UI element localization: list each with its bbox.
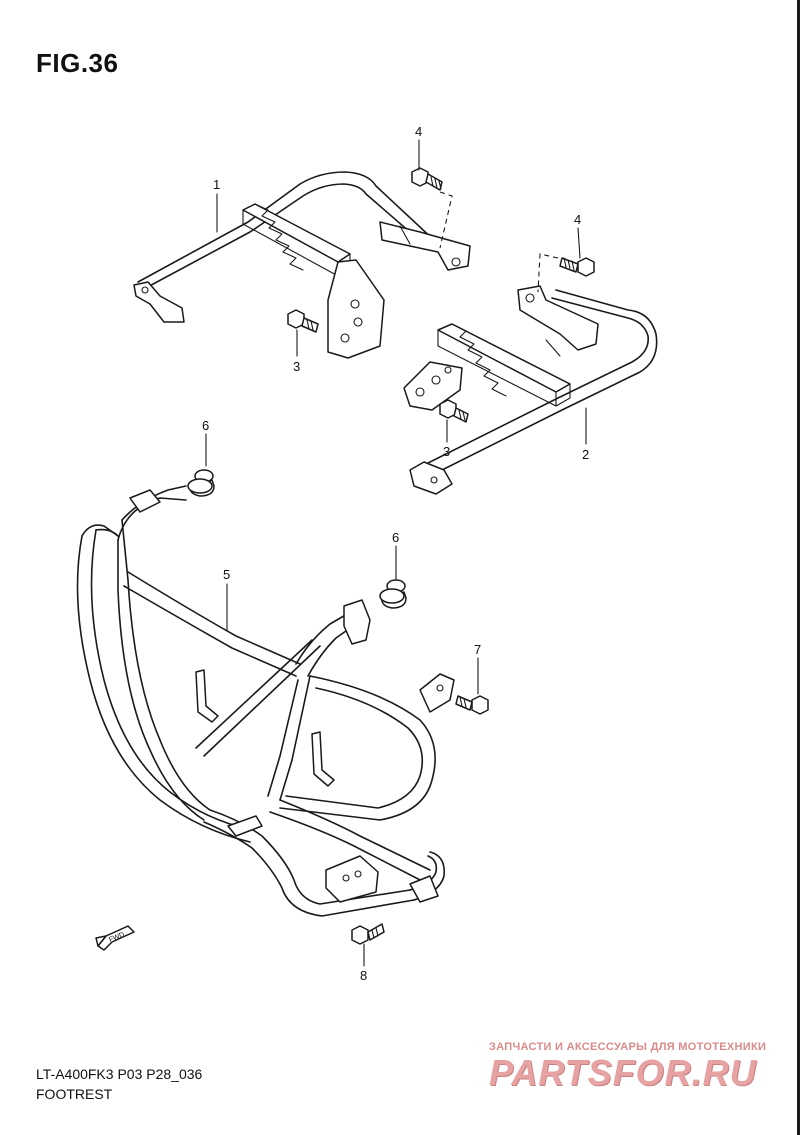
callout-4-upper: 4 — [415, 124, 423, 139]
bolt-4-right — [559, 257, 595, 277]
grommet-6-upper — [187, 469, 215, 497]
callout-7: 7 — [474, 642, 482, 657]
model-code: LT-A400FK3 P03 P28_036 — [36, 1066, 203, 1082]
callout-3-left: 3 — [293, 359, 301, 374]
watermark-tagline: ЗАПЧАСТИ И АКСЕССУАРЫ ДЛЯ МОТОТЕХНИКИ — [489, 1041, 767, 1053]
part-1-left-footrest — [133, 171, 471, 359]
leader-lines — [205, 139, 587, 967]
section-name: FOOTREST — [36, 1086, 113, 1102]
callout-1: 1 — [213, 177, 221, 192]
callout-6-upper: 6 — [202, 418, 210, 433]
callout-3-right: 3 — [443, 444, 451, 459]
callout-4-right: 4 — [574, 212, 582, 227]
part-2-right-footrest — [403, 285, 658, 495]
figure-title: FIG.36 — [36, 48, 119, 78]
callout-6-lower: 6 — [392, 530, 400, 545]
watermark-brand: PARTSFOR.RU — [489, 1052, 757, 1093]
part-5-guard-frame — [76, 485, 455, 917]
callout-2: 2 — [582, 447, 590, 462]
callout-8: 8 — [360, 968, 368, 983]
callout-5: 5 — [223, 567, 231, 582]
grommet-6-lower — [379, 579, 407, 609]
bolt-4-upper — [411, 167, 443, 191]
bolt-3-right — [439, 399, 469, 423]
bolt-3-left — [287, 309, 319, 333]
fwd-direction-arrow: FWD — [95, 925, 135, 951]
bolt-7 — [455, 695, 489, 715]
bolt-8 — [351, 923, 385, 945]
